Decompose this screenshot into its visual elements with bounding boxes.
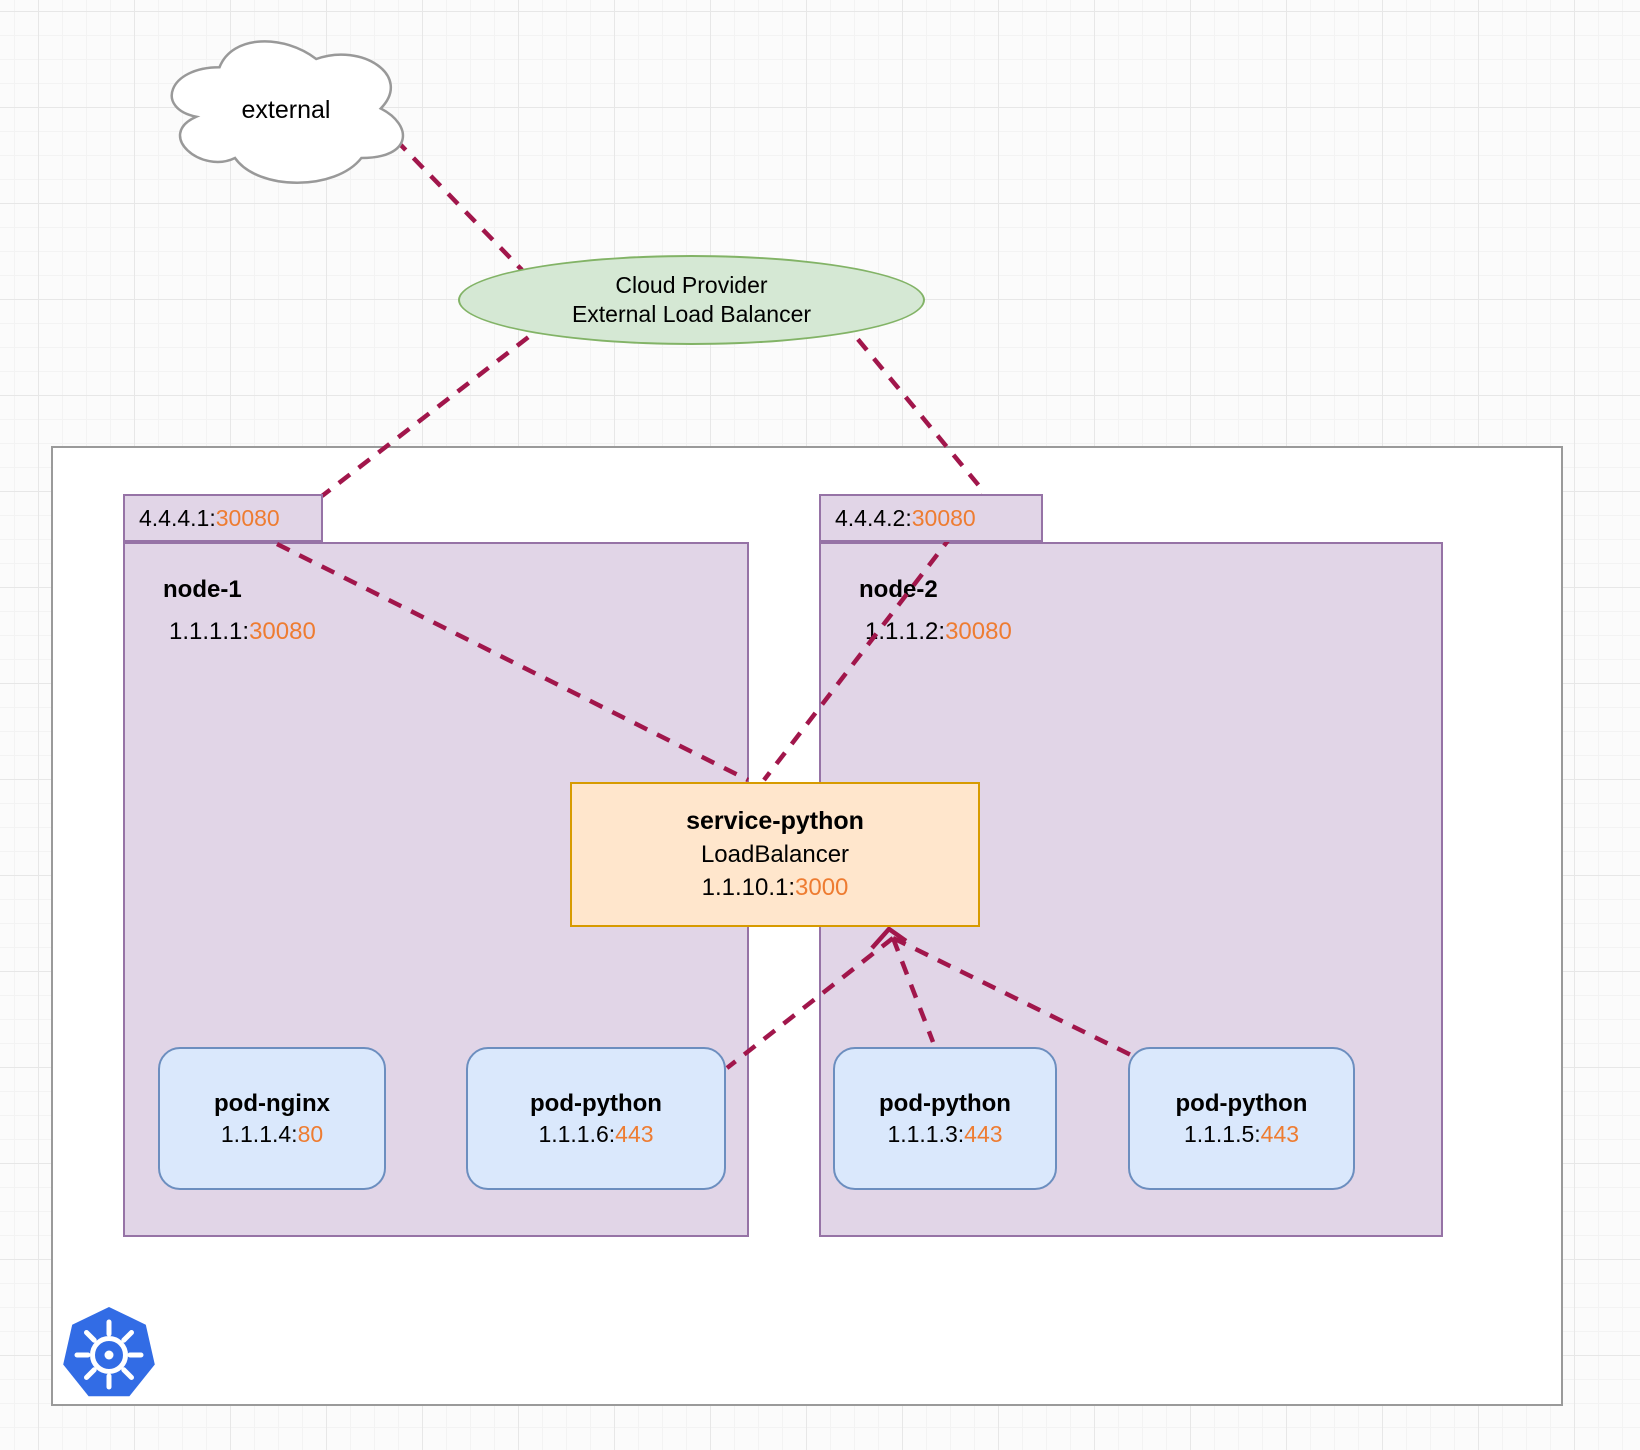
pod-nginx-endpoint: 1.1.1.4:80 — [220, 1120, 324, 1147]
pod-nginx-box: pod-nginx 1.1.1.4:80 — [158, 1047, 386, 1190]
service-endpoint: 1.1.10.1:3000 — [701, 874, 849, 901]
pod-python-5-box: pod-python 1.1.1.5:443 — [1128, 1047, 1355, 1190]
pod-nginx-name: pod-nginx — [214, 1089, 330, 1117]
node-1-name: node-1 — [163, 576, 242, 603]
service-python-box: service-python LoadBalancer 1.1.10.1:300… — [570, 782, 980, 927]
external-cloud-label: external — [241, 95, 331, 124]
load-balancer-label-line2: External Load Balancer — [571, 301, 812, 327]
pod-python-6-endpoint: 1.1.1.6:443 — [538, 1120, 654, 1147]
pod-python-6-name: pod-python — [530, 1089, 662, 1117]
pod-python-6-box: pod-python 1.1.1.6:443 — [466, 1047, 726, 1190]
service-type: LoadBalancer — [700, 841, 850, 868]
pod-python-3-endpoint: 1.1.1.3:443 — [887, 1120, 1003, 1147]
node-1-internal-endpoint: 1.1.1.1:30080 — [169, 618, 316, 645]
cloud-provider-load-balancer: Cloud Provider External Load Balancer — [458, 255, 925, 345]
external-network-cloud: external — [155, 26, 417, 194]
pod-python-3-name: pod-python — [879, 1089, 1011, 1117]
node-1-external-endpoint-tab: 4.4.4.1:30080 — [123, 494, 323, 542]
pod-python-5-name: pod-python — [1175, 1089, 1308, 1117]
node-2-internal-endpoint: 1.1.1.2:30080 — [865, 618, 1012, 645]
load-balancer-label-line1: Cloud Provider — [615, 272, 768, 298]
pod-python-5-endpoint: 1.1.1.5:443 — [1183, 1120, 1300, 1147]
node-2-external-endpoint-tab: 4.4.4.2:30080 — [819, 494, 1043, 542]
node-2-name: node-2 — [859, 576, 938, 603]
service-name: service-python — [686, 807, 864, 835]
pod-python-3-box: pod-python 1.1.1.3:443 — [833, 1047, 1057, 1190]
cloud-icon — [170, 40, 405, 184]
kubernetes-logo-icon — [63, 1307, 155, 1397]
